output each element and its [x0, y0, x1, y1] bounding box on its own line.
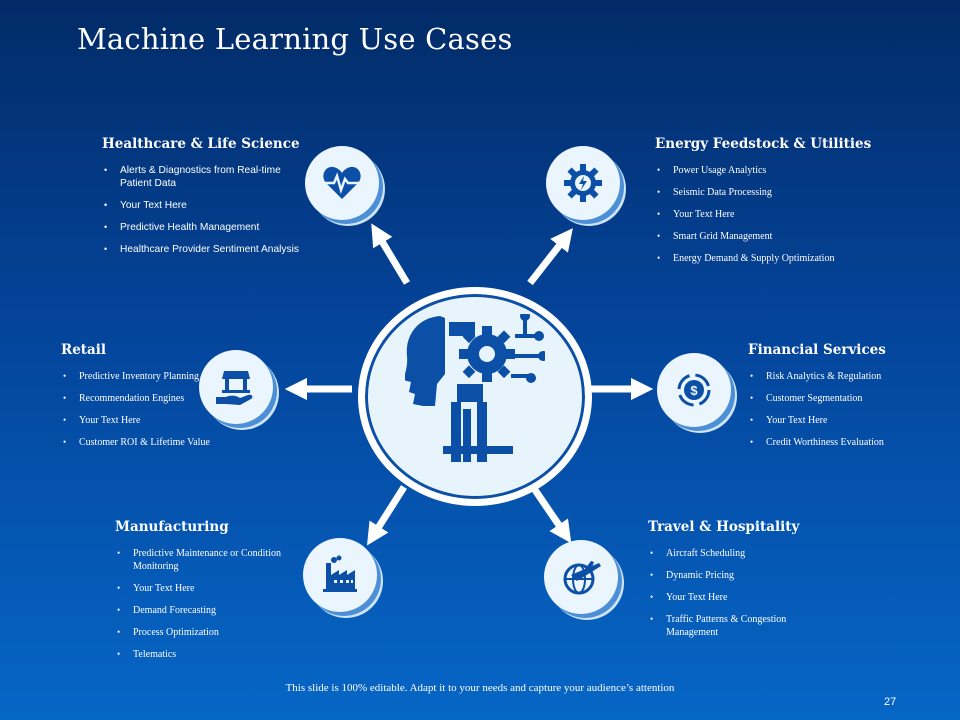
dollar-cycle-icon: $ — [677, 373, 711, 407]
list-item: Your Text Here — [655, 208, 885, 221]
hub-circle — [358, 287, 592, 506]
list-item: Dynamic Pricing — [648, 569, 828, 582]
section-retail: Retail Predictive Inventory Planning Rec… — [61, 342, 211, 458]
list-item: Customer ROI & Lifetime Value — [61, 436, 211, 449]
list-item: Telematics — [115, 648, 311, 661]
list-item: Predictive Inventory Planning — [61, 370, 211, 383]
list-item: Credit Worthiness Evaluation — [748, 436, 918, 449]
financial-node: $ — [657, 353, 731, 427]
list-item: Alerts & Diagnostics from Real-time Pati… — [102, 164, 302, 190]
section-travel: Travel & Hospitality Aircraft Scheduling… — [648, 519, 828, 648]
list-item: Customer Segmentation — [748, 392, 918, 405]
list-item: Your Text Here — [61, 414, 211, 427]
section-financial: Financial Services Risk Analytics & Regu… — [748, 342, 918, 458]
section-title: Energy Feedstock & Utilities — [655, 136, 872, 152]
list-item: Healthcare Provider Sentiment Analysis — [102, 243, 302, 256]
section-energy: Energy Feedstock & Utilities Power Usage… — [655, 136, 885, 274]
list-item: Predictive Maintenance or Condition Moni… — [115, 547, 311, 573]
page-number: 27 — [884, 696, 897, 708]
section-title: Manufacturing — [115, 519, 229, 535]
list-item: Process Optimization — [115, 626, 311, 639]
gear-power-icon — [564, 164, 602, 202]
healthcare-node — [305, 146, 379, 220]
list-item: Your Text Here — [102, 199, 302, 212]
slide-title: Machine Learning Use Cases — [77, 22, 513, 56]
list-item: Aircraft Scheduling — [648, 547, 828, 560]
section-title: Travel & Hospitality — [648, 519, 800, 535]
ai-head-gear-icon — [405, 314, 545, 462]
heartbeat-icon — [323, 166, 361, 199]
section-title: Healthcare & Life Science — [102, 136, 300, 152]
list-item: Smart Grid Management — [655, 230, 885, 243]
retail-node — [199, 350, 273, 424]
svg-text:$: $ — [690, 383, 698, 398]
energy-node — [546, 146, 620, 220]
factory-icon — [323, 555, 357, 592]
travel-node — [544, 540, 618, 614]
list-item: Demand Forecasting — [115, 604, 311, 617]
list-item: Seismic Data Processing — [655, 186, 885, 199]
manufacturing-node — [303, 538, 377, 612]
list-item: Energy Demand & Supply Optimization — [655, 252, 885, 265]
list-item: Your Text Here — [648, 591, 828, 604]
list-item: Risk Analytics & Regulation — [748, 370, 918, 383]
list-item: Your Text Here — [115, 582, 311, 595]
section-title: Financial Services — [748, 342, 886, 358]
section-healthcare: Healthcare & Life Science Alerts & Diagn… — [102, 136, 302, 265]
footer-note: This slide is 100% editable. Adapt it to… — [285, 682, 675, 694]
section-title: Retail — [61, 342, 107, 358]
list-item: Your Text Here — [748, 414, 918, 427]
list-item: Recommendation Engines — [61, 392, 211, 405]
list-item: Predictive Health Management — [102, 221, 302, 234]
section-manufacturing: Manufacturing Predictive Maintenance or … — [115, 519, 311, 670]
hand-shop-icon — [216, 371, 253, 405]
list-item: Power Usage Analytics — [655, 164, 885, 177]
globe-airplane-icon — [563, 561, 601, 595]
list-item: Traffic Patterns & Congestion Management — [648, 613, 828, 639]
